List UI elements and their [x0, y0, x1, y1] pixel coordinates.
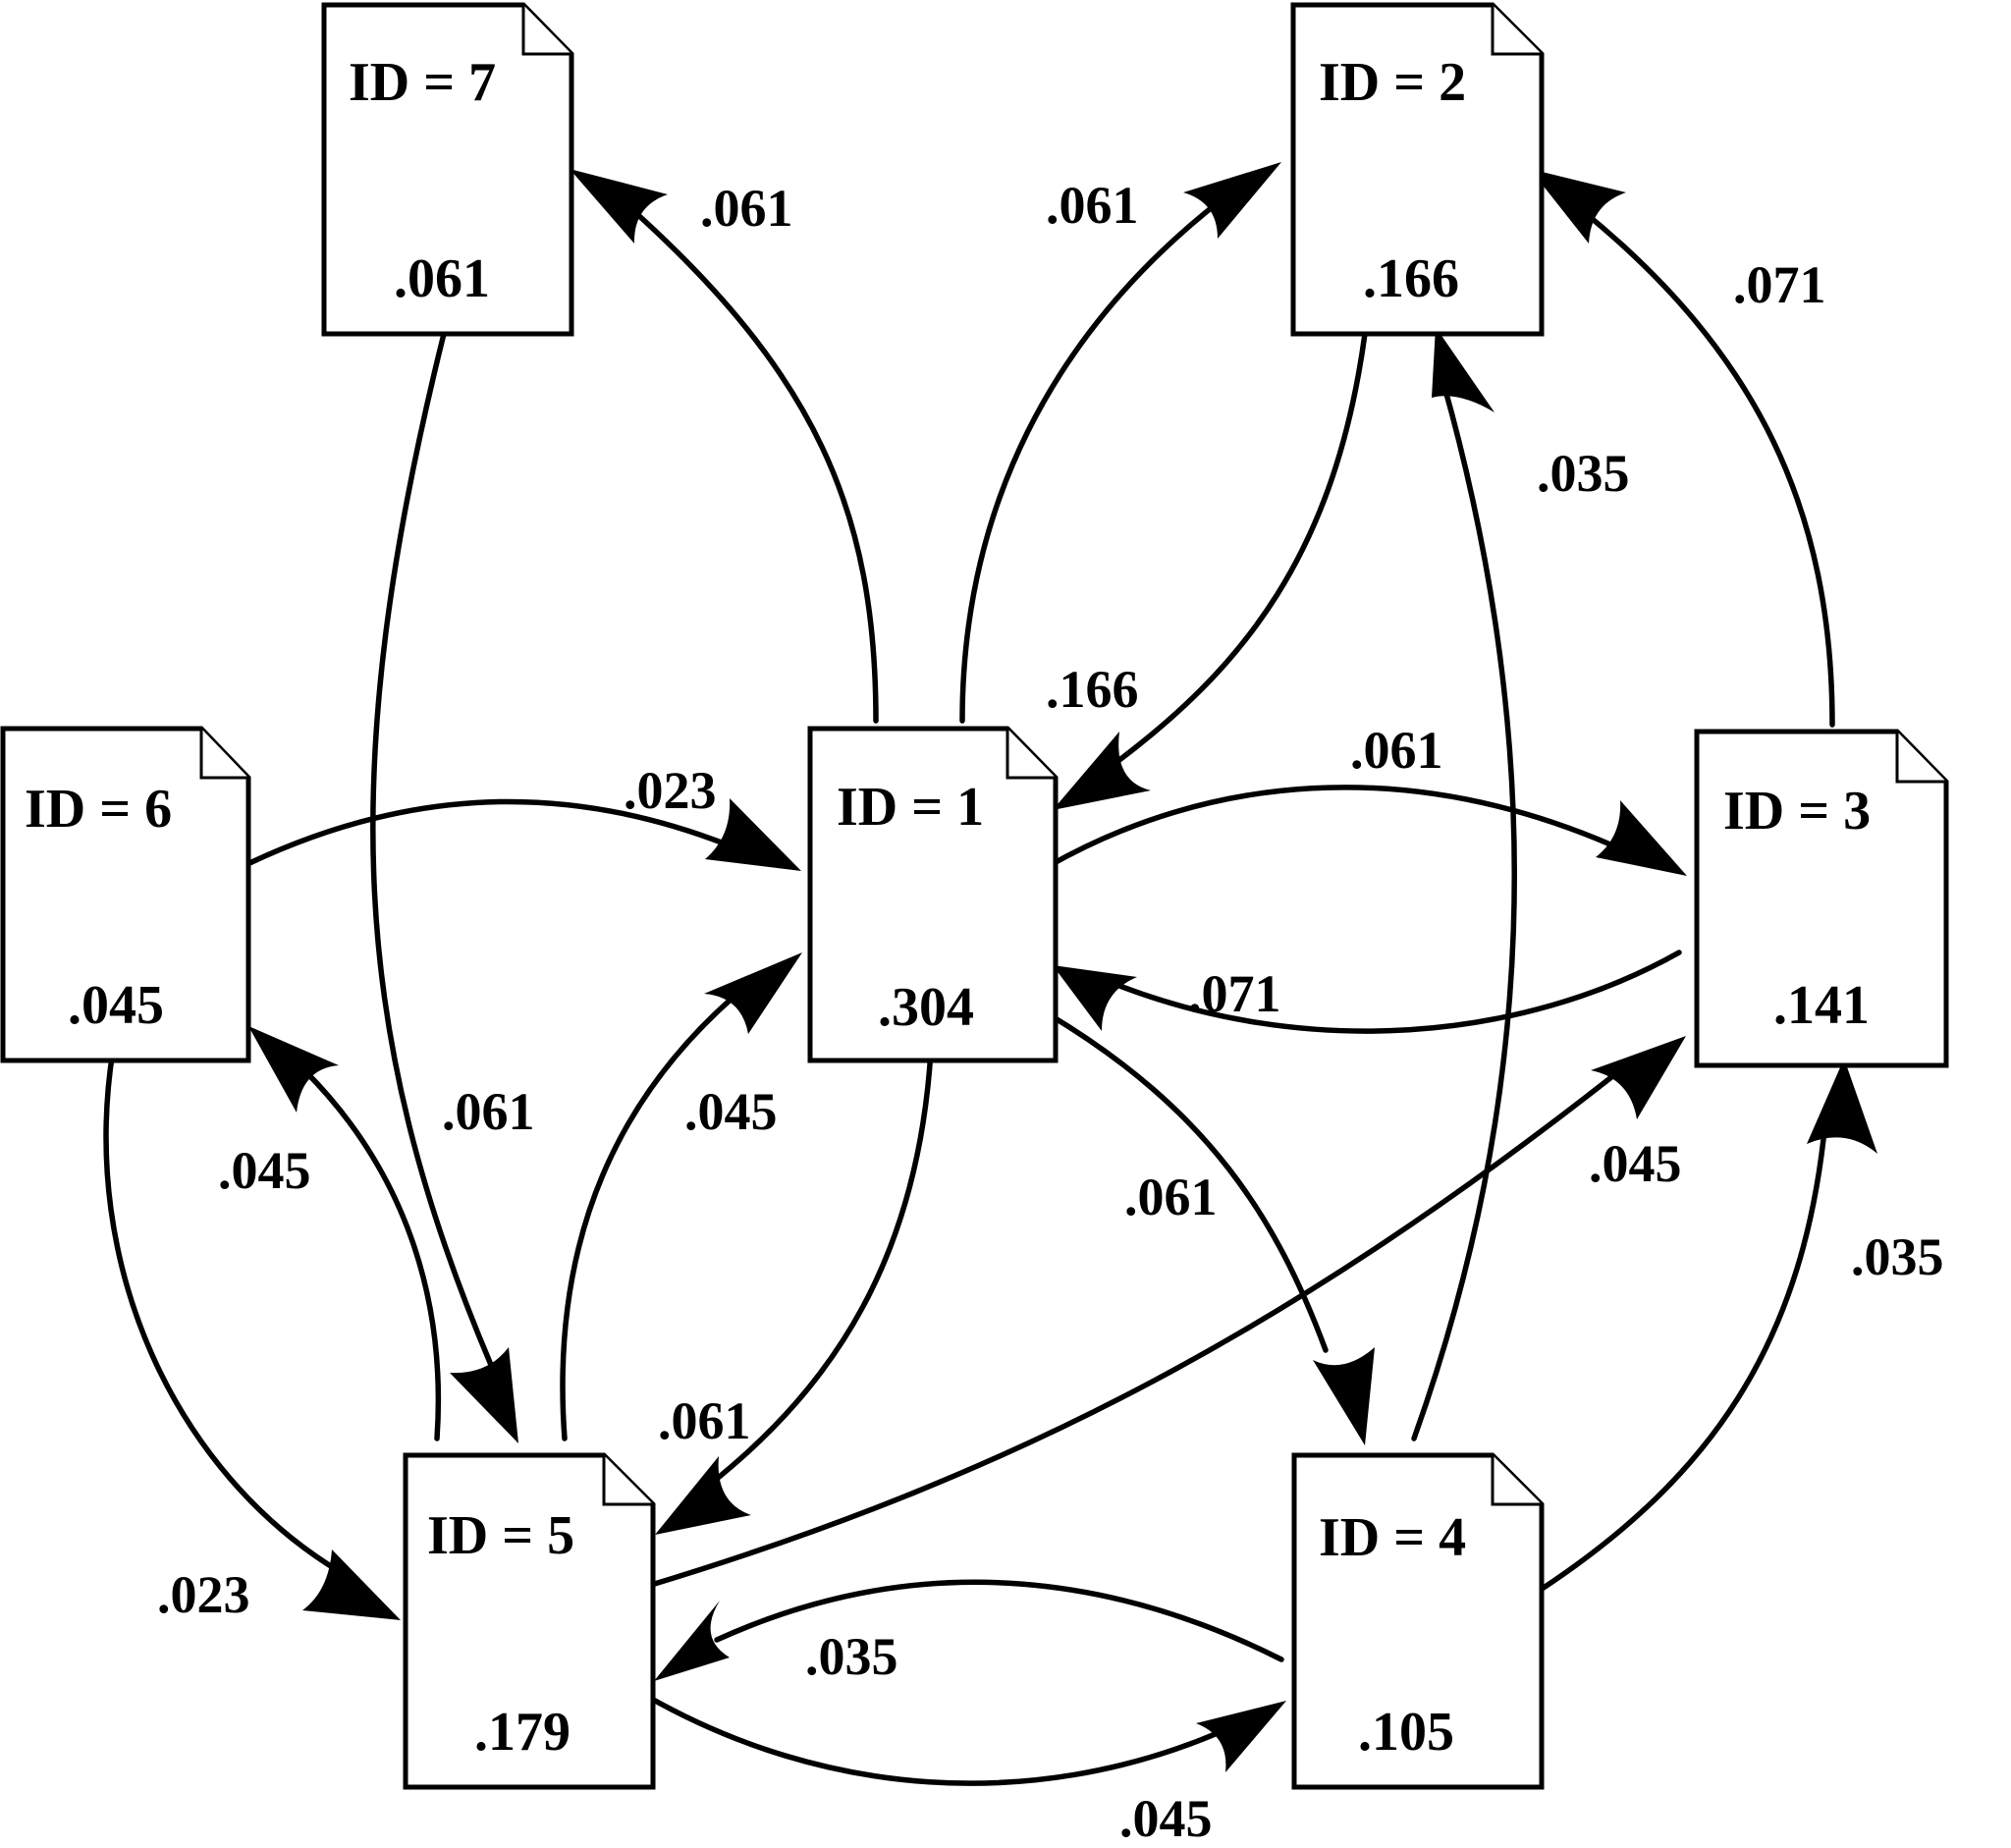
- node-id-4: ID = 4 .105: [1291, 1452, 1545, 1790]
- arrowhead-to-4-from-5: [1196, 1701, 1286, 1772]
- edge-1-to-7: [625, 203, 879, 724]
- edge-weight-1-to-7: .061: [700, 179, 793, 238]
- page-fold-icon: [521, 5, 571, 56]
- node-score: .166: [1363, 248, 1459, 309]
- arrowhead-to-2-from-4: [1432, 327, 1495, 412]
- edge-4-to-3: [1524, 1107, 1829, 1602]
- edge-weight-1-to-5: .061: [658, 1391, 751, 1450]
- edge-weight-1-to-3: .061: [1350, 721, 1443, 780]
- node-id-label: ID = 7: [349, 52, 496, 113]
- node-id-3: ID = 3 .141: [1694, 729, 1949, 1068]
- arrowhead-to-1-from-5: [704, 952, 802, 1034]
- document-icon: [1290, 2, 1545, 337]
- document-icon: [807, 726, 1059, 1063]
- edge-5-to-6: [301, 1067, 442, 1441]
- node-score: .061: [394, 248, 490, 309]
- edge-1-to-3: [1046, 785, 1613, 869]
- edge-weight-2-to-1: .166: [1046, 660, 1139, 719]
- page-fold-icon: [199, 729, 248, 780]
- document-icon: [403, 1452, 656, 1790]
- page-fold-icon: [1491, 5, 1542, 56]
- page-fold-icon: [1006, 729, 1056, 780]
- edge-weight-7-to-5: .061: [442, 1082, 535, 1141]
- edge-7-to-5: [370, 331, 494, 1368]
- edge-6-to-5: [103, 1048, 342, 1574]
- arrowhead-to-6-from-5: [248, 1026, 339, 1113]
- edge-5-to-1: [560, 979, 754, 1441]
- edge-weight-3-to-1: .071: [1188, 964, 1281, 1023]
- arrowhead-to-5-from-1: [655, 1456, 751, 1535]
- node-id-label: ID = 4: [1319, 1507, 1466, 1568]
- document-icon: [1694, 729, 1949, 1068]
- edge-weight-4-to-3: .035: [1851, 1227, 1944, 1286]
- arrowhead-to-2-from-1: [1183, 162, 1281, 239]
- arrowhead-to-1-from-3: [1053, 965, 1137, 1031]
- edge-weight-1-to-2: .061: [1046, 176, 1139, 235]
- edge-weight-6-to-1: .023: [624, 761, 717, 820]
- arrowhead-to-3-from-5: [1591, 1036, 1686, 1119]
- edge-4-to-2: [1411, 380, 1518, 1441]
- node-score: .304: [878, 977, 974, 1038]
- edge-1-to-5: [709, 1048, 934, 1486]
- arrowhead-to-1-from-2: [1053, 732, 1151, 810]
- node-id-7: ID = 7 .061: [321, 2, 574, 337]
- edge-3-to-2: [1580, 208, 1835, 728]
- node-score: .141: [1773, 975, 1870, 1036]
- edge-weight-4-to-5: .035: [805, 1627, 898, 1686]
- edge-2-to-1: [1102, 331, 1368, 774]
- edge-weight-5-to-4: .045: [1119, 1789, 1213, 1848]
- arrowhead-to-7: [570, 169, 668, 244]
- arrowhead-to-3-from-1: [1596, 800, 1687, 876]
- edge-4-to-5: [714, 1579, 1284, 1662]
- page-fold-icon: [1895, 732, 1946, 784]
- edge-weight-1-to-4: .061: [1124, 1168, 1218, 1226]
- edge-weight-labels: .061 .061 .071 .035 .166 .023 .061 .071 …: [157, 176, 1944, 1848]
- page-fold-icon: [602, 1455, 653, 1506]
- edge-weight-5-to-6: .045: [218, 1141, 311, 1200]
- document-icon: [1291, 1452, 1545, 1790]
- node-id-5: ID = 5 .179: [403, 1452, 656, 1790]
- arrowhead-to-3-from-4: [1807, 1059, 1877, 1154]
- node-id-label: ID = 6: [25, 779, 172, 840]
- arrowhead-to-2-from-3: [1530, 169, 1626, 244]
- edge-3-to-1: [1107, 950, 1682, 1034]
- node-id-label: ID = 1: [837, 777, 984, 838]
- node-id-label: ID = 5: [427, 1505, 574, 1566]
- node-id-label: ID = 2: [1319, 52, 1466, 113]
- edge-1-to-2: [959, 198, 1223, 724]
- node-score: .105: [1358, 1702, 1454, 1763]
- page-fold-icon: [1491, 1455, 1542, 1506]
- edge-6-to-1: [245, 798, 730, 867]
- arrowheads: [248, 162, 1877, 1772]
- arrowhead-to-5-from-7: [450, 1347, 518, 1443]
- edge-weight-3-to-2: .071: [1733, 255, 1826, 314]
- arrowhead-to-5-from-4: [654, 1601, 730, 1681]
- document-icon: [321, 2, 574, 337]
- node-id-1: ID = 1 .304: [807, 726, 1059, 1063]
- arrowhead-to-5-from-6: [302, 1549, 401, 1620]
- document-icon: [0, 726, 251, 1063]
- edge-1-to-4: [1046, 1011, 1329, 1353]
- edge-5-to-3: [645, 1067, 1623, 1589]
- node-id-2: ID = 2 .166: [1290, 2, 1545, 337]
- edge-lines: [103, 198, 1835, 1786]
- edge-weight-5-to-1: .045: [684, 1082, 778, 1141]
- node-id-6: ID = 6 .045: [0, 726, 251, 1063]
- edge-5-to-4: [645, 1694, 1221, 1786]
- edge-weight-6-to-5: .023: [157, 1565, 250, 1624]
- node-score: .179: [474, 1702, 571, 1763]
- edge-weight-5-to-3: .045: [1589, 1134, 1682, 1193]
- arrowhead-to-1-from-6: [705, 798, 801, 871]
- node-score: .045: [68, 975, 164, 1036]
- node-id-label: ID = 3: [1723, 781, 1871, 842]
- arrowhead-to-4-from-1: [1313, 1347, 1375, 1445]
- edge-weight-4-to-2: .035: [1537, 444, 1630, 503]
